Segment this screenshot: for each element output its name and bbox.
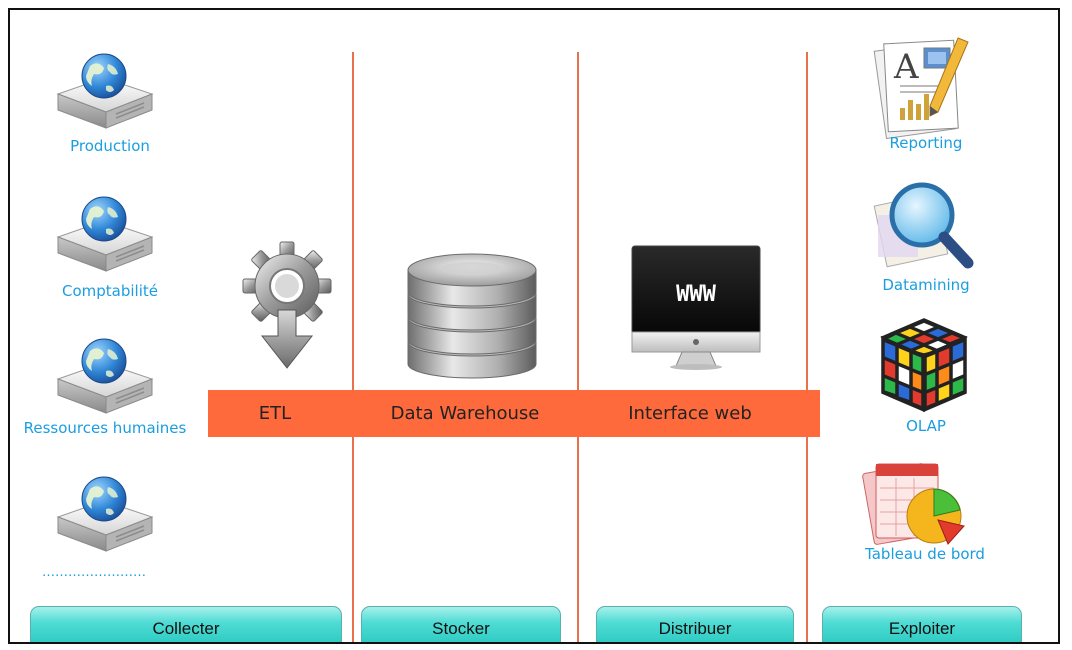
source-label-more: …………………… [42, 565, 146, 580]
database-stack-icon [407, 253, 537, 379]
magnifier-icon [873, 182, 974, 269]
stage-button-exploiter[interactable]: Exploiter [822, 606, 1022, 642]
monitor-icon: WWW [631, 245, 761, 370]
source-label-comptabilite: Comptabilité [62, 282, 158, 300]
divider-line [806, 52, 808, 642]
database-globe-icon [57, 53, 153, 129]
pipeline-label-interface-web: Interface web [628, 403, 752, 424]
divider-line [352, 52, 354, 642]
svg-text:A: A [893, 47, 919, 87]
divider-line [577, 52, 579, 642]
database-globe-icon [57, 196, 153, 272]
diagram-frame: Production Comptabilité Ressources humai… [8, 8, 1060, 644]
pipeline-label-data-warehouse: Data Warehouse [390, 403, 540, 424]
monitor-screen-text: WWW [676, 282, 716, 307]
output-label-datamining: Datamining [882, 276, 970, 294]
stage-button-stocker[interactable]: Stocker [361, 606, 561, 642]
database-globe-icon [57, 338, 153, 414]
output-label-reporting: Reporting [889, 134, 963, 152]
output-label-tableau-de-bord: Tableau de bord [865, 545, 985, 563]
output-label-olap: OLAP [906, 417, 946, 435]
gear-download-icon [242, 241, 332, 369]
source-label-production: Production [70, 137, 150, 155]
pie-chart-icon [862, 463, 965, 545]
rubiks-cube-icon [880, 318, 968, 413]
pipeline-label-etl: ETL [258, 403, 292, 424]
database-globe-icon [57, 476, 153, 552]
stage-button-collecter[interactable]: Collecter [30, 606, 342, 642]
source-label-ressources-humaines: Ressources humaines [23, 419, 187, 437]
pipeline-band [208, 390, 820, 437]
stage-button-distribuer[interactable]: Distribuer [596, 606, 794, 642]
report-document-icon: A [873, 37, 969, 140]
